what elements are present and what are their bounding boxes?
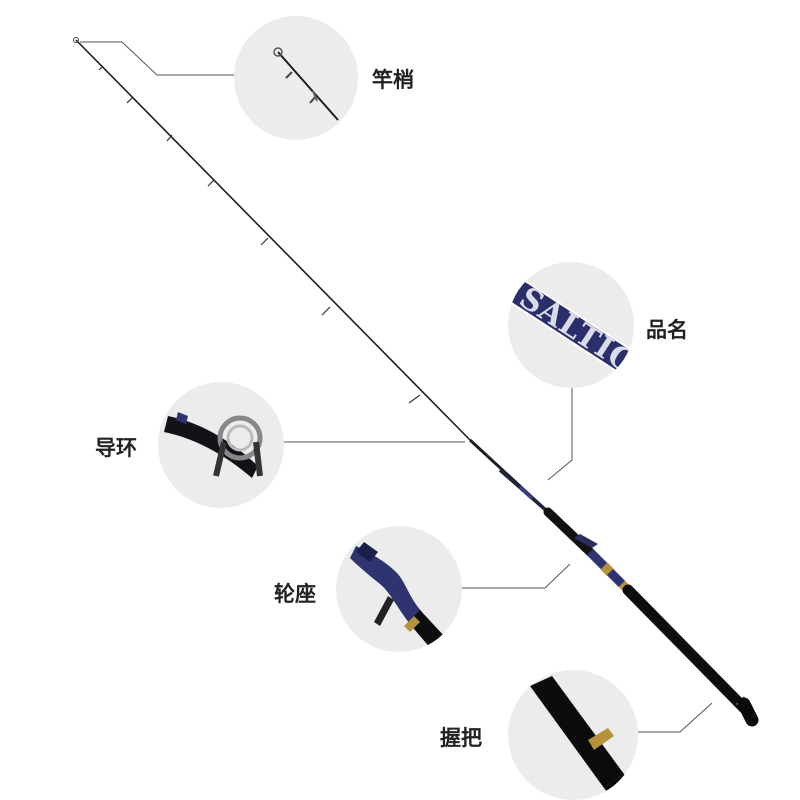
guide-closeup-circle xyxy=(158,382,284,508)
callout-label-tip: 竿梢 xyxy=(372,64,414,94)
callout-label-grip: 握把 xyxy=(440,722,482,752)
reel-seat-closeup-icon xyxy=(336,526,462,652)
leader-line-seat xyxy=(462,564,570,588)
callout-label-name: 品名 xyxy=(646,314,688,344)
leader-line-tip xyxy=(80,42,236,75)
seat-closeup-circle xyxy=(336,526,462,652)
butt-cap xyxy=(744,704,752,720)
leader-line-grip xyxy=(638,703,712,732)
grip-closeup-circle xyxy=(508,670,638,800)
name-closeup-circle: SALTIGA xyxy=(508,262,634,388)
svg-text:SALTIGA: SALTIGA xyxy=(513,281,634,388)
fore-grip xyxy=(548,512,590,552)
grip-handle-closeup-icon xyxy=(508,670,638,800)
rod-name-decal-closeup-icon: SALTIGA xyxy=(508,262,634,388)
leader-line-name xyxy=(548,388,572,480)
callout-label-seat: 轮座 xyxy=(274,578,316,608)
callout-label-guide: 导环 xyxy=(95,432,137,462)
tip-closeup-circle xyxy=(234,16,358,140)
rear-grip xyxy=(628,590,746,710)
rod-tip-closeup-icon xyxy=(234,16,358,140)
reel-seat-drawing xyxy=(574,534,628,590)
line-guide-closeup-icon xyxy=(158,382,284,508)
